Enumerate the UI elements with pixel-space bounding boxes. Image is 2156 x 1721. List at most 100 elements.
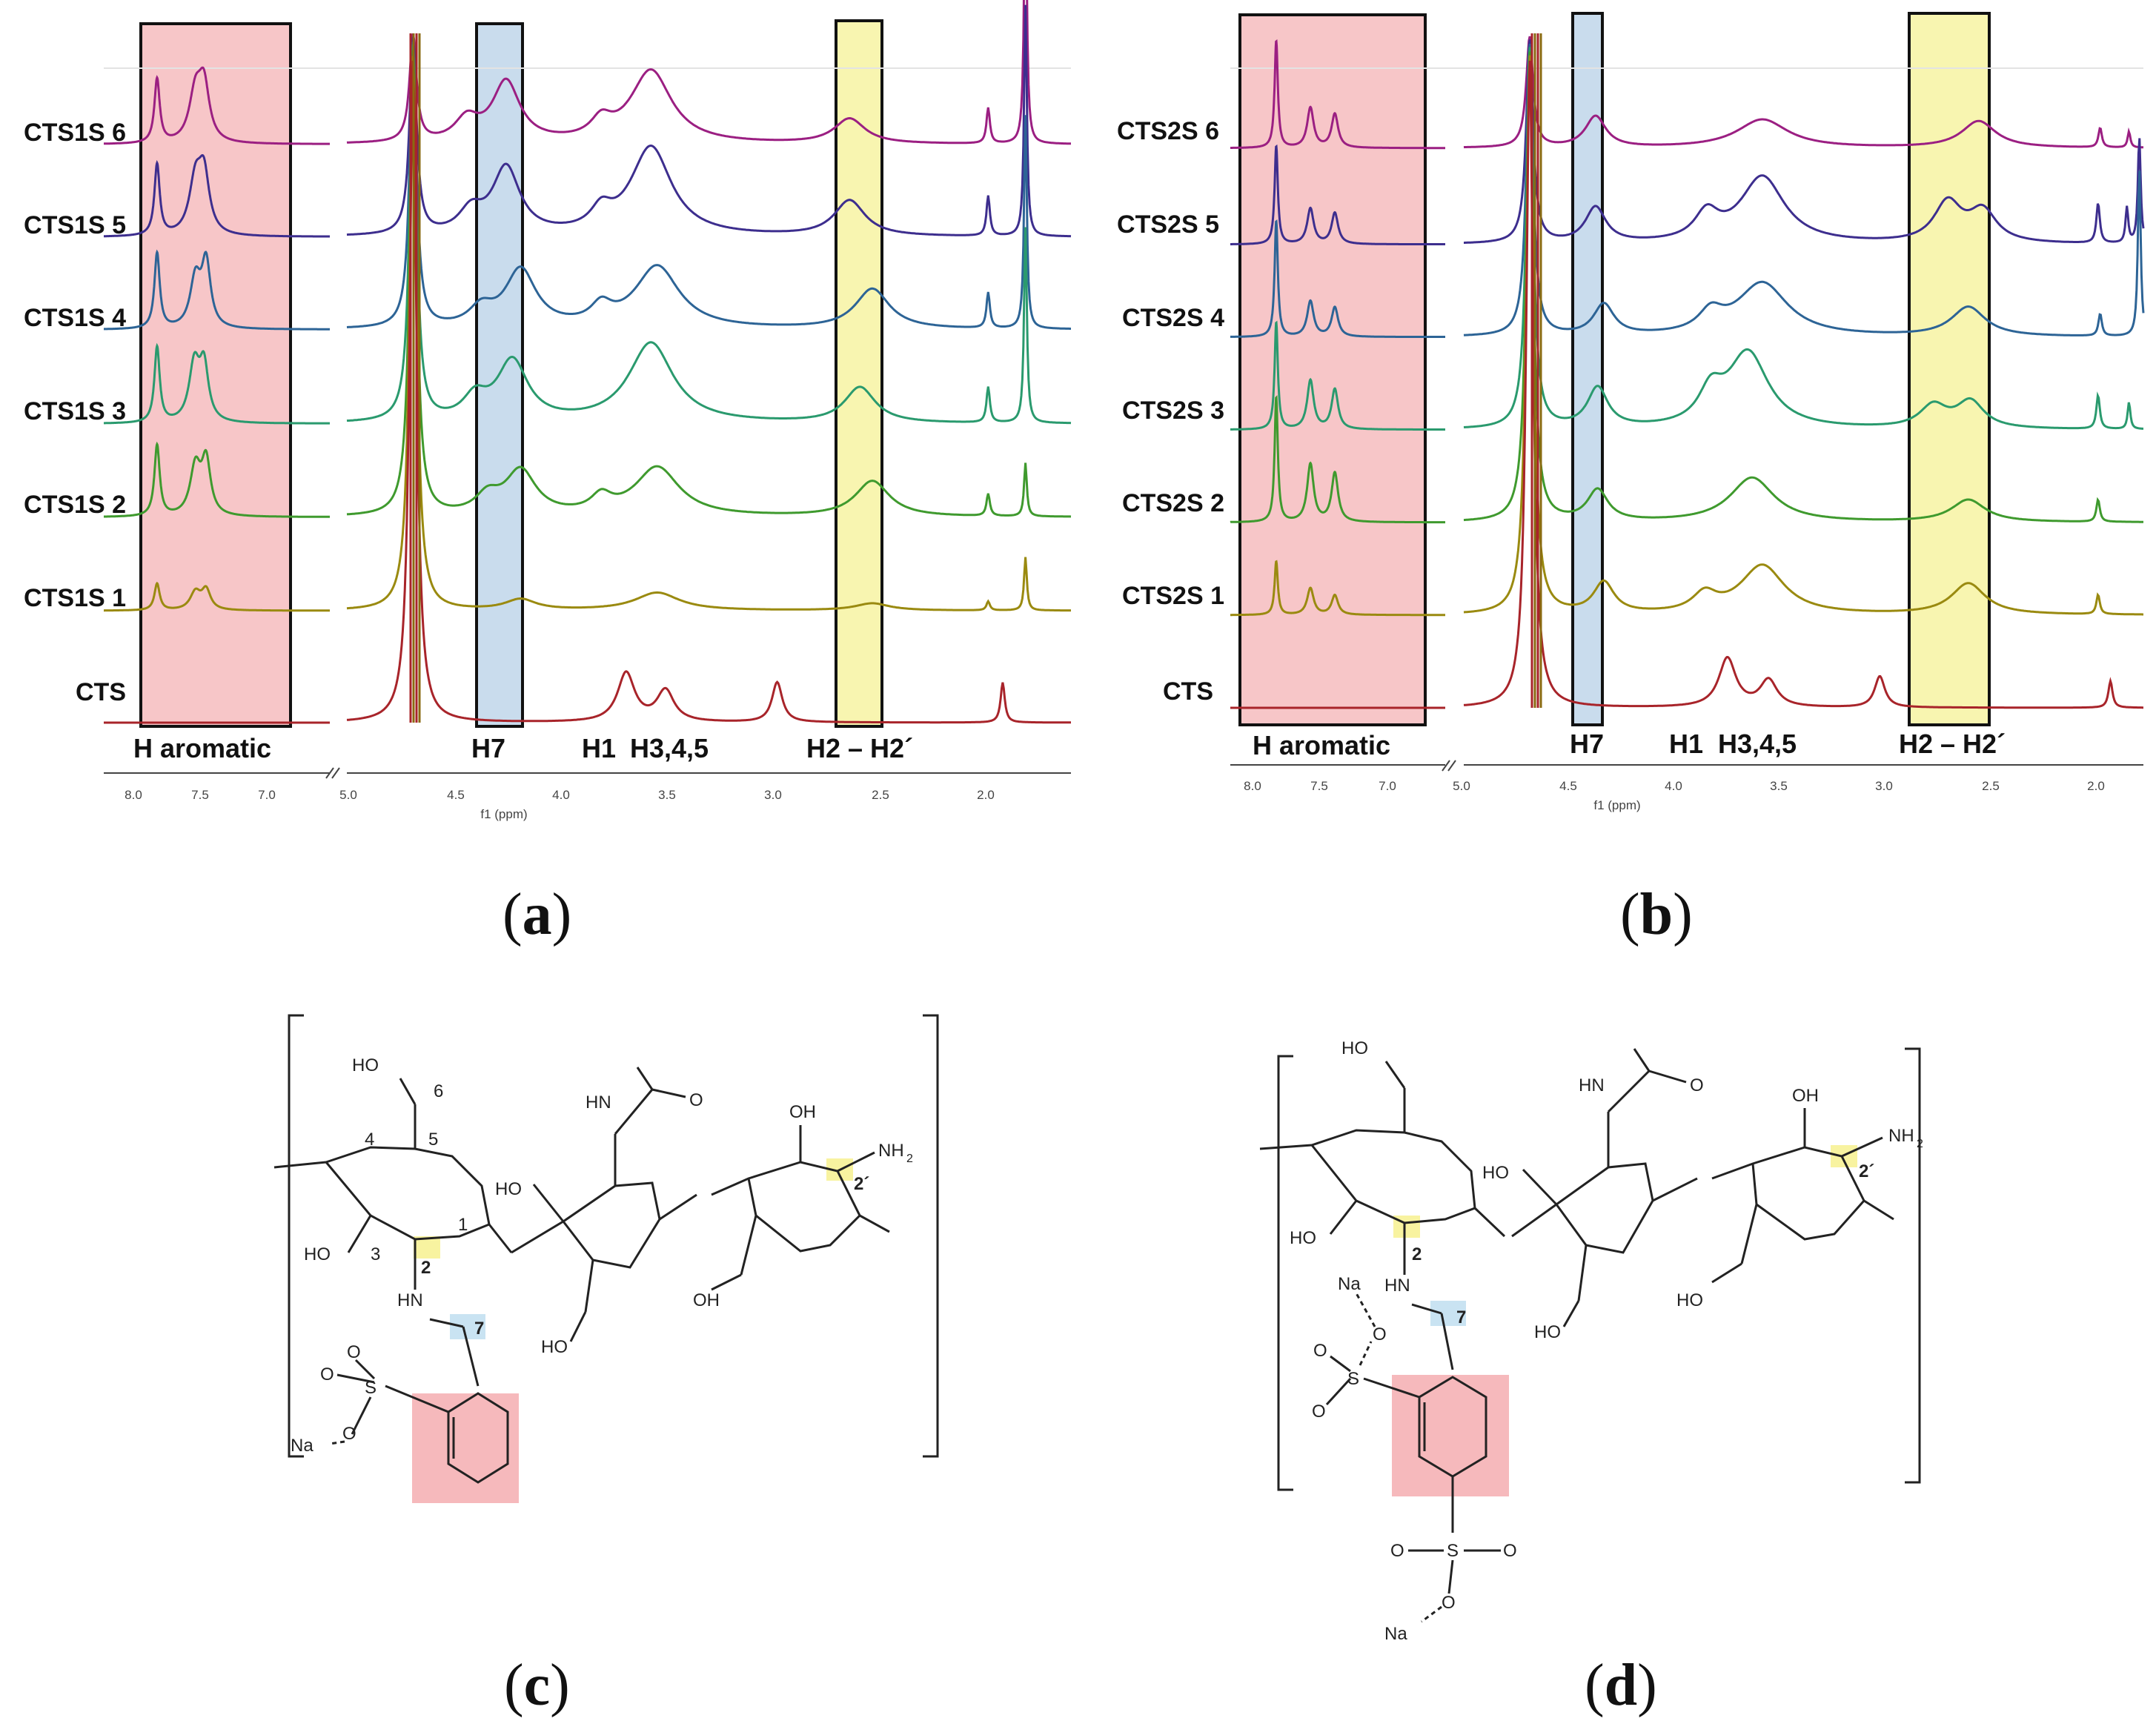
spectrum-trace: [346, 42, 1071, 330]
spectrum-trace: [1463, 47, 2143, 430]
tick-label: 4.5: [447, 788, 465, 802]
atom-label: HO: [495, 1179, 522, 1199]
region-label-h1: H1: [582, 733, 616, 763]
tick-label: 2.0: [977, 788, 995, 802]
spectrum-trace: [1230, 39, 1445, 150]
atom-label: HO: [1534, 1322, 1561, 1342]
atom-label: 2: [1412, 1244, 1422, 1264]
row-label: CTS2S 3: [1122, 397, 1224, 425]
row-label: CTS2S 5: [1117, 210, 1219, 239]
atom-label: O: [342, 1424, 356, 1444]
spectrum-trace: [346, 56, 1071, 612]
tick-label: 7.5: [191, 788, 209, 802]
atom-label: HO: [1676, 1290, 1703, 1310]
tick-label: 3.0: [1875, 779, 1893, 793]
panel-letter: (a): [502, 882, 571, 947]
atom-label: O: [1503, 1541, 1517, 1561]
row-label: CTS2S 4: [1122, 304, 1224, 332]
spectrum-trace: [1230, 560, 1445, 617]
spectrum-trace: [346, 60, 1071, 724]
aromatic-highlight: [412, 1393, 519, 1503]
spectrum-trace: [1463, 55, 2143, 616]
atom-label: HO: [1482, 1163, 1509, 1183]
atom-label: 5: [428, 1130, 438, 1150]
atom-label: 2: [421, 1258, 431, 1278]
row-label: CTS: [76, 678, 126, 706]
spectrum-trace: [346, 44, 1072, 425]
atom-label: HO: [304, 1244, 331, 1264]
atom-label: S: [365, 1378, 377, 1398]
atom-label: 3: [371, 1244, 380, 1264]
panel-b-spectra: CTS2S 6 CTS2S 5 CTS2S 4 CTS2S 3 CTS2S 2 …: [1117, 12, 2145, 947]
tick-label: 7.5: [1310, 779, 1328, 793]
spectrum-trace: [1463, 51, 2143, 523]
spectra-traces: [1230, 33, 2145, 709]
spectrum-trace: [346, 50, 1072, 518]
atom-label: S: [1347, 1369, 1359, 1389]
row-label: CTS1S 1: [24, 584, 126, 612]
spectrum-trace: [1463, 36, 2143, 149]
row-labels: CTS2S 6 CTS2S 5 CTS2S 4 CTS2S 3 CTS2S 2 …: [1117, 117, 1224, 706]
tick-label: 2.0: [2087, 779, 2105, 793]
ppm-ticks: 8.0 7.5 7.0 5.0 4.5 4.0 3.5 3.0 2.5 2.0 …: [1244, 779, 2105, 812]
tick-label: 2.5: [1982, 779, 2000, 793]
atom-label: O: [1390, 1541, 1404, 1561]
atom-label: HO: [541, 1337, 568, 1357]
h2-region-box: [1908, 12, 1991, 726]
region-labels: H aromatic H7 H1 H3,4,5 H2 – H2´: [1253, 729, 2006, 760]
atom-label: HO: [1290, 1228, 1316, 1248]
region-label-h345: H3,4,5: [1718, 729, 1797, 759]
panel-letter: (d): [1585, 1653, 1657, 1718]
tick-label: 3.0: [764, 788, 782, 802]
atom-label: NH: [878, 1141, 904, 1161]
spectrum-trace: [346, 4, 1072, 238]
spectrum-trace: [1230, 320, 1445, 431]
atom-label: Na: [1338, 1274, 1361, 1294]
h2-region-box: [835, 19, 883, 728]
atom-label: O: [689, 1090, 703, 1110]
atom-label: O: [1442, 1593, 1456, 1613]
spectrum-trace: [1230, 219, 1445, 338]
region-labels: H aromatic H7 H1 H3,4,5 H2 – H2´: [133, 733, 913, 763]
row-label: CTS1S 5: [24, 211, 126, 239]
atom-label: 4: [365, 1130, 374, 1150]
spectrum-trace: [1463, 60, 2143, 709]
spectrum-trace: [1230, 395, 1445, 524]
ppm-axis: [104, 767, 1071, 779]
atom-label: Na: [1384, 1624, 1407, 1644]
region-label-h2: H2 – H2´: [1899, 729, 2006, 759]
row-label: CTS1S 4: [24, 304, 126, 332]
atom-label: 2´: [854, 1174, 869, 1194]
atom-label: OH: [789, 1102, 816, 1122]
atom-label: OH: [1792, 1086, 1819, 1106]
structure-d: HO HO HO HN O OH NH 2 2´ HO HO Na O HN 7…: [1259, 1038, 1923, 1644]
region-label-h7: H7: [1570, 729, 1604, 759]
atom-label: 2: [906, 1153, 913, 1165]
region-label-h7: H7: [471, 733, 505, 763]
tick-label: 3.5: [1770, 779, 1788, 793]
ppm-axis: [1230, 760, 2143, 772]
atom-label: O: [1313, 1341, 1327, 1361]
region-label-h345: H3,4,5: [630, 733, 709, 763]
row-labels: CTS1S 6 CTS1S 5 CTS1S 4 CTS1S 3 CTS1S 2 …: [24, 119, 126, 706]
atom-label: O: [347, 1342, 361, 1362]
atom-label: S: [1447, 1541, 1459, 1561]
spectrum-trace: [104, 66, 330, 145]
svg-text:(b): (b): [1620, 882, 1693, 947]
spectrum-trace: [1463, 43, 2145, 336]
row-label: CTS2S 1: [1122, 582, 1224, 610]
tick-label: 4.5: [1559, 779, 1577, 793]
tick-label: 4.0: [552, 788, 570, 802]
h7-highlight: [1430, 1301, 1466, 1326]
atom-label: HN: [397, 1290, 423, 1310]
panel-letter: (b): [1620, 882, 1693, 947]
tick-label: 3.5: [658, 788, 676, 802]
atom-label: HO: [352, 1055, 379, 1075]
spectrum-trace: [346, 0, 1071, 145]
atom-label: 7: [474, 1319, 484, 1339]
atom-label: 2´: [1859, 1161, 1874, 1181]
atom-label: 6: [434, 1081, 443, 1101]
row-label: CTS1S 3: [24, 397, 126, 425]
structure-c: HO 6 5 4 3 2 1 HO HO HN O OH NH 2 2´ HO …: [273, 1014, 939, 1503]
